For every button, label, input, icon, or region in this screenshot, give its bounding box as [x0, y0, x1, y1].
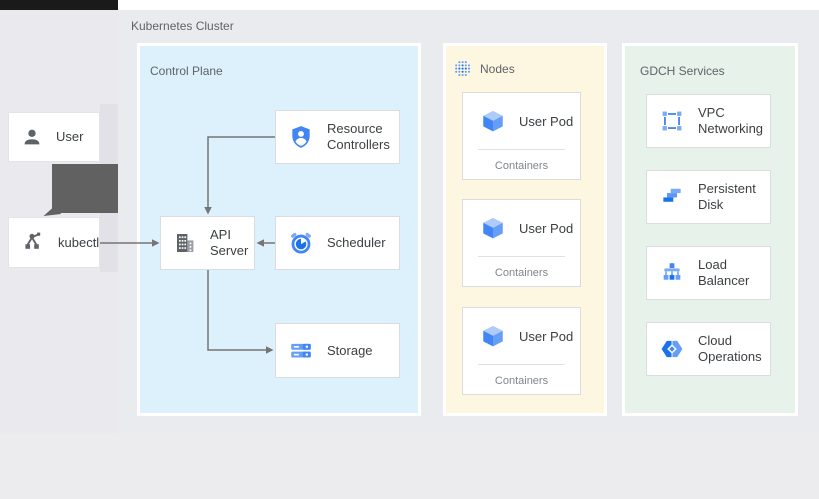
user-pod-box-3: User Pod Containers: [462, 307, 581, 395]
api-server-label: API Server: [210, 227, 249, 258]
user-pod-label: User Pod: [519, 220, 574, 236]
api-server-building-icon: [173, 231, 197, 255]
resource-controllers-shield-icon: [288, 124, 314, 150]
arrow-scheduler-to-api-server: [256, 239, 275, 247]
control-plane-label: Control Plane: [150, 64, 223, 78]
arrow-kubectl-to-api-server: [100, 239, 160, 247]
containers-label: Containers: [494, 160, 549, 172]
arrow-api-server-to-storage: [207, 270, 274, 354]
persistent-disk-label: Persistent Disk: [698, 181, 756, 212]
persistent-disk-box: Persistent Disk: [646, 170, 771, 224]
gdch-services-label: GDCH Services: [640, 64, 725, 78]
cluster-label: Kubernetes Cluster: [131, 19, 234, 33]
cloud-operations-label: Cloud Operations: [698, 333, 762, 364]
cloud-operations-box: Cloud Operations: [646, 322, 771, 376]
kubectl-icon: [21, 231, 45, 255]
vpc-networking-icon: [659, 108, 685, 134]
user-pod-label: User Pod: [519, 328, 574, 344]
api-server-box: API Server: [160, 216, 255, 270]
pod-cube-icon: [480, 108, 506, 134]
pod-cube-icon: [480, 215, 506, 241]
persistent-disk-icon: [659, 184, 685, 210]
storage-server-stack-icon: [288, 338, 314, 364]
resource-controllers-box: Resource Controllers: [275, 110, 400, 164]
pod-cube-icon: [480, 323, 506, 349]
dark-annotation-arrow: [43, 164, 118, 216]
pod-divider: [478, 149, 565, 150]
load-balancer-label: Load Balancer: [698, 257, 750, 288]
arrow-resource-controllers-to-api-server: [204, 136, 275, 215]
vpc-networking-label: VPC Networking: [698, 105, 764, 136]
cloud-operations-icon: [659, 336, 685, 362]
vpc-networking-box: VPC Networking: [646, 94, 771, 148]
kubectl-box: kubectl: [8, 217, 100, 268]
kubectl-label: kubectl: [58, 234, 100, 250]
nodes-grid-icon: [454, 60, 471, 77]
user-icon: [21, 126, 43, 148]
user-pod-box-2: User Pod Containers: [462, 199, 581, 287]
load-balancer-box: Load Balancer: [646, 246, 771, 300]
user-label: User: [56, 129, 84, 144]
storage-label: Storage: [327, 342, 373, 358]
pod-divider: [478, 364, 565, 365]
nodes-label: Nodes: [480, 61, 515, 76]
containers-label: Containers: [494, 267, 549, 279]
containers-label: Containers: [494, 375, 549, 387]
storage-box: Storage: [275, 323, 400, 378]
user-pod-box-1: User Pod Containers: [462, 92, 581, 180]
load-balancer-icon: [659, 260, 685, 286]
bottom-background-strip: [0, 433, 819, 499]
scheduler-clock-icon: [288, 230, 314, 256]
top-left-dark-bar: [0, 0, 118, 10]
nodes-panel-header: Nodes: [454, 60, 515, 77]
pod-divider: [478, 256, 565, 257]
scheduler-box: Scheduler: [275, 216, 400, 270]
user-pod-label: User Pod: [519, 113, 574, 129]
resource-controllers-label: Resource Controllers: [327, 121, 390, 152]
user-box: User: [8, 112, 100, 162]
scheduler-label: Scheduler: [327, 235, 386, 250]
